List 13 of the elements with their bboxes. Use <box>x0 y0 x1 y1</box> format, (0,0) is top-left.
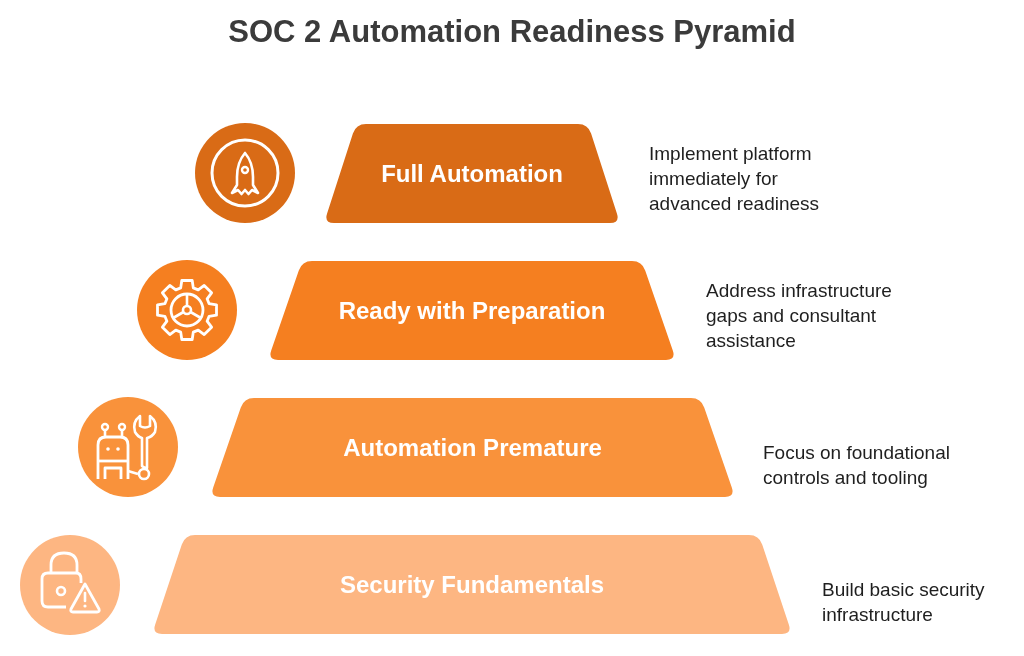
tier-description: Implement platform immediately for advanced readiness <box>649 142 821 216</box>
tier-label: Security Fundamentals <box>339 570 605 599</box>
pyramid-tier <box>268 261 676 360</box>
diagram-title: SOC 2 Automation Readiness Pyramid <box>228 14 796 50</box>
tier-label: Automation Premature <box>343 433 602 462</box>
tier-label: Full Automation <box>381 159 563 188</box>
pyramid-tier <box>324 124 620 223</box>
pyramid-tier <box>210 398 735 497</box>
tier-label: Ready with Preparation <box>338 296 606 325</box>
pyramid-tier <box>152 535 792 634</box>
tier-description: Focus on foundational controls and tooling <box>763 441 951 490</box>
tier-description: Address infrastructure gaps and consultant assistance <box>706 279 893 353</box>
tier-description: Build basic security infrastructure <box>822 578 986 627</box>
